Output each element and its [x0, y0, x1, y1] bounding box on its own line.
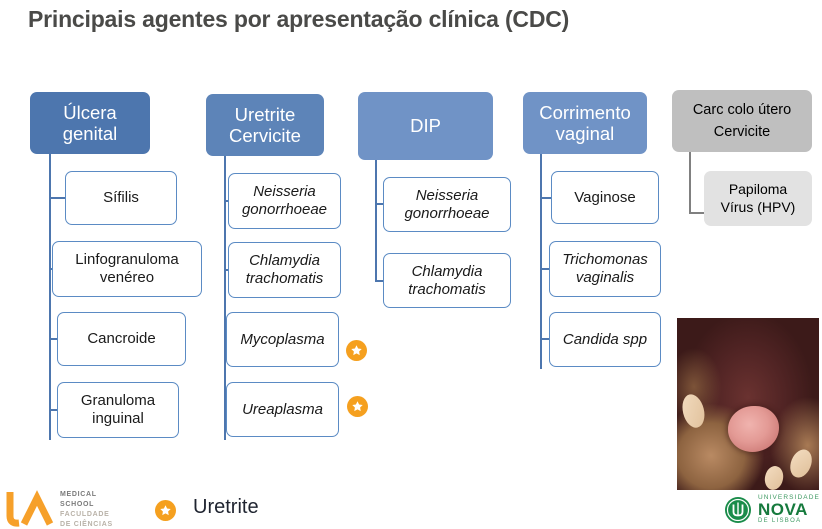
connector-branch [540, 197, 555, 200]
nms-line-2: SCHOOL [60, 500, 95, 508]
item-candida-spp[interactable]: Candida spp [549, 312, 661, 367]
header-ulcera-genital[interactable]: Úlcera genital [30, 92, 150, 154]
header-uretrite-cervicite[interactable]: Uretrite Cervicite [206, 94, 324, 156]
header-line: vaginal [555, 123, 615, 144]
legend-star-icon [155, 500, 176, 521]
header-line: Carc colo útero [692, 101, 792, 118]
item-label: Cancroide [87, 330, 156, 348]
nms-wordmark: MEDICAL SCHOOL FACULDADE DE CIÊNCIAS [60, 490, 113, 529]
item-label: inguinal [92, 410, 144, 427]
legend-label: Uretrite [193, 496, 259, 518]
star-icon [347, 396, 368, 417]
item-chlamydia-trachomatis[interactable]: Chlamydia trachomatis [383, 253, 511, 308]
item-cancroide[interactable]: Cancroide [57, 312, 186, 366]
nms-line-1: MEDICAL [60, 491, 97, 498]
item-label: Candida spp [562, 330, 648, 348]
item-mycoplasma[interactable]: Mycoplasma [226, 312, 339, 367]
item-label: venéreo [99, 269, 155, 286]
nova-line-2: NOVA [758, 500, 808, 519]
header-line: Corrimento [539, 101, 631, 123]
header-line: DIP [410, 115, 441, 137]
connector-branch [49, 197, 66, 200]
header-line: genital [62, 123, 118, 144]
item-label: vaginalis [575, 269, 635, 286]
nms-mark-icon [6, 490, 54, 527]
connector-branch [540, 338, 555, 341]
logo-universidade-nova: UNIVERSIDADE NOVA DE LISBOA [724, 493, 820, 527]
connector-branch [689, 212, 705, 215]
item-label: trachomatis [245, 270, 324, 287]
nms-line-3: FACULDADE [60, 510, 110, 518]
item-label: Vírus (HPV) [720, 198, 796, 215]
star-icon [346, 340, 367, 361]
logo-nova-medical-school: MEDICAL SCHOOL FACULDADE DE CIÊNCIAS [6, 486, 136, 529]
item-label: Papiloma [728, 181, 788, 197]
item-vaginose[interactable]: Vaginose [551, 171, 659, 224]
connector-stem [540, 154, 543, 369]
connector-stem [224, 156, 227, 440]
item-label: Granuloma [80, 392, 156, 410]
photo-lesion [728, 405, 780, 453]
page-title: Principais agentes por apresentação clín… [28, 6, 570, 32]
item-label: Chlamydia [249, 252, 320, 270]
item-label: Sífilis [103, 189, 139, 207]
item-label: Neisseria [415, 186, 479, 204]
nova-line-1: UNIVERSIDADE [758, 494, 820, 501]
clinical-photo [677, 318, 819, 490]
header-line: Cervicite [713, 124, 771, 140]
item-neisseria-gonorrhoeae[interactable]: Neisseria gonorrhoeae [383, 177, 511, 232]
nms-line-4: DE CIÊNCIAS [60, 520, 113, 528]
item-label: Linfogranuloma [75, 251, 179, 269]
connector-stem [689, 152, 692, 214]
item-label: Neisseria [253, 183, 316, 201]
item-chlamydia-trachomatis[interactable]: Chlamydia trachomatis [228, 242, 341, 298]
item-label: gonorrhoeae [241, 201, 328, 218]
item-linfogranuloma-venereo[interactable]: Linfogranuloma venéreo [52, 241, 202, 297]
connector-stem [49, 154, 52, 440]
item-papiloma-virus-hpv[interactable]: Papiloma Vírus (HPV) [704, 171, 812, 226]
nova-wordmark: UNIVERSIDADE NOVA DE LISBOA [758, 494, 820, 524]
item-neisseria-gonorrhoeae[interactable]: Neisseria gonorrhoeae [228, 173, 341, 229]
item-label: Trichomonas [562, 251, 648, 269]
item-label: Chlamydia [411, 262, 483, 280]
header-carc-colo-utero[interactable]: Carc colo útero Cervicite [672, 90, 812, 152]
item-sifilis[interactable]: Sífilis [65, 171, 177, 225]
header-line: Uretrite [234, 103, 296, 125]
item-label: Mycoplasma [240, 330, 325, 348]
item-ureaplasma[interactable]: Ureaplasma [226, 382, 339, 437]
item-trichomonas-vaginalis[interactable]: Trichomonas vaginalis [549, 241, 661, 297]
connector-branch [540, 268, 555, 271]
header-line: Úlcera [63, 101, 117, 123]
item-label: trachomatis [408, 280, 486, 298]
item-label: Ureaplasma [242, 400, 323, 418]
item-granuloma-inguinal[interactable]: Granuloma inguinal [57, 382, 179, 438]
header-corrimento-vaginal[interactable]: Corrimento vaginal [523, 92, 647, 154]
item-label: Vaginose [574, 188, 636, 206]
header-line: Cervicite [229, 125, 301, 146]
nova-seal-icon [725, 497, 751, 523]
connector-stem [375, 160, 378, 282]
item-label: gonorrhoeae [404, 204, 490, 222]
header-dip[interactable]: DIP [358, 92, 493, 160]
nova-line-3: DE LISBOA [758, 518, 802, 524]
